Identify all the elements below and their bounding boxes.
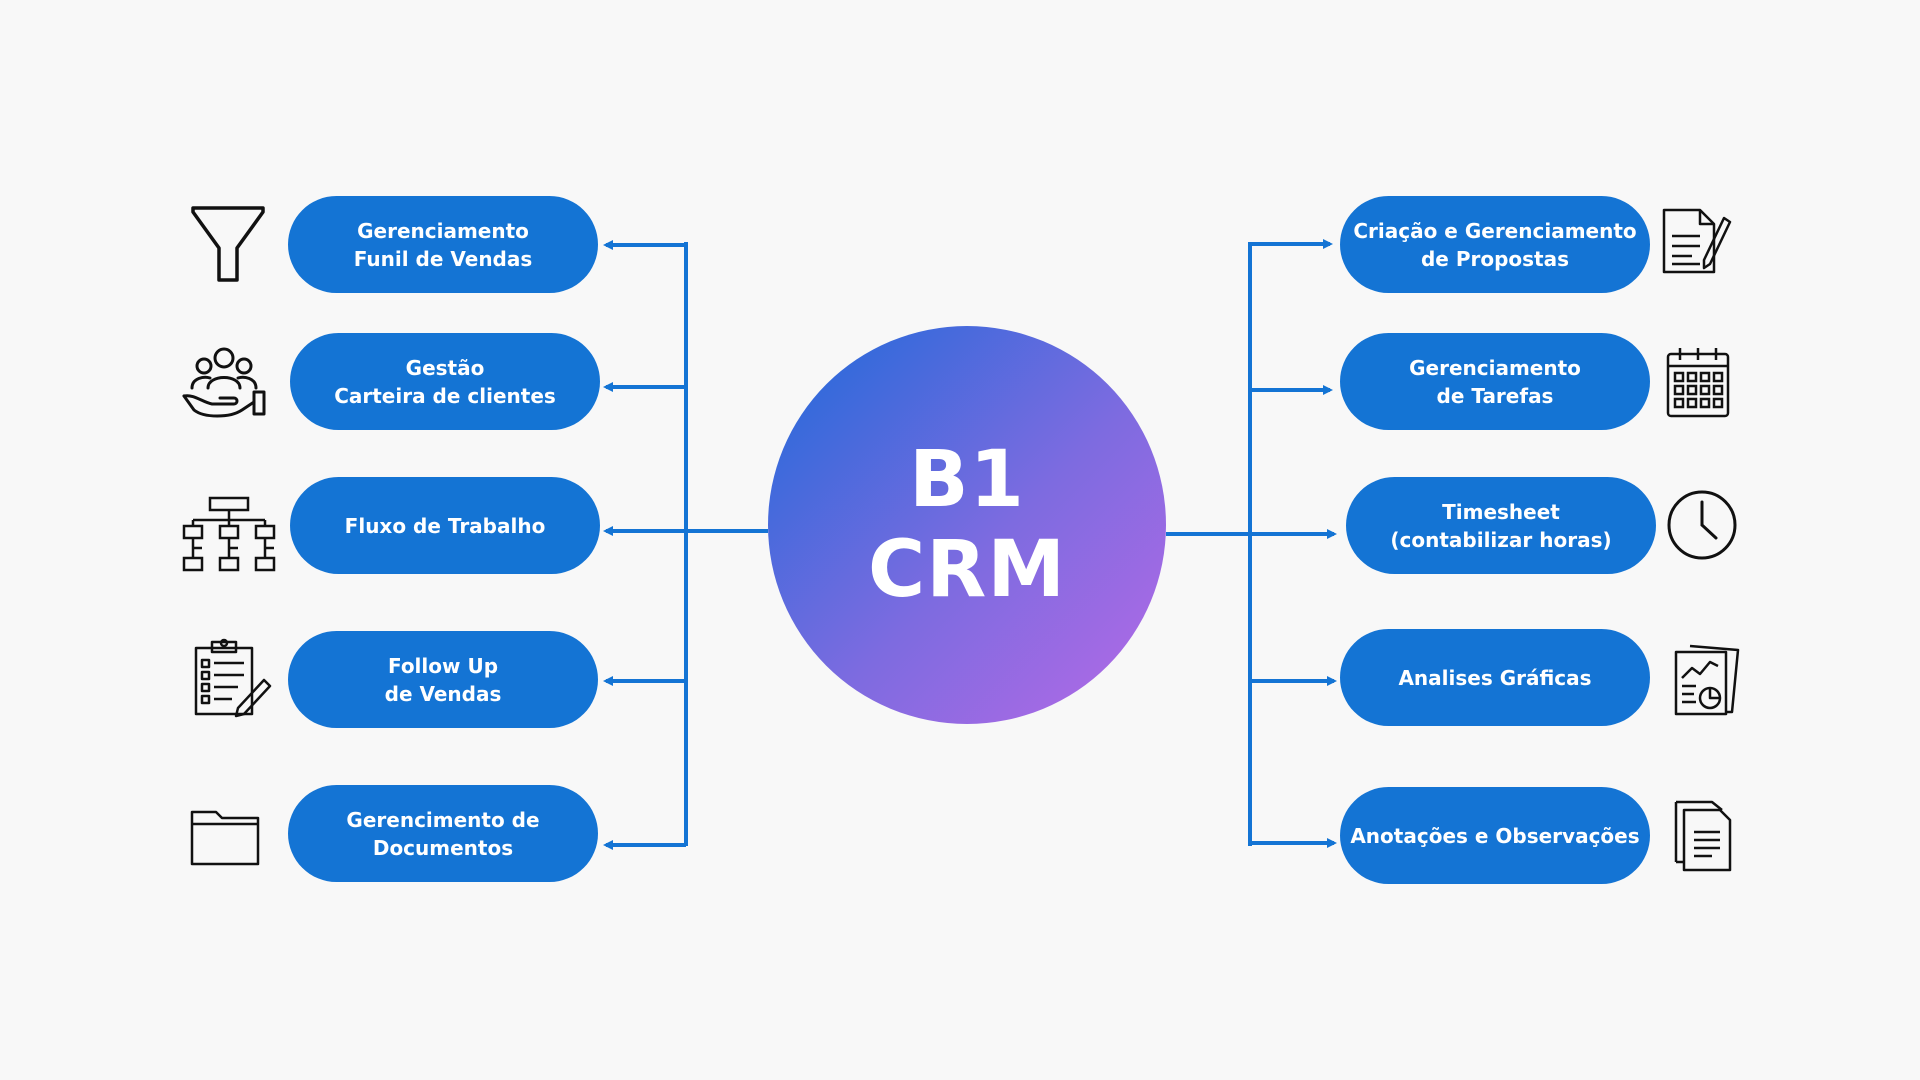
hub-title-line1: B1 xyxy=(909,435,1025,525)
node-label-line1: Gerenciamento xyxy=(1409,355,1581,380)
node-label-line2: (contabilizar horas) xyxy=(1390,527,1612,552)
right-node-anotacoes: Anotações e Observações xyxy=(1340,787,1650,884)
right-node-timesheet: Timesheet (contabilizar horas) xyxy=(1346,477,1656,574)
node-label-line1: Follow Up xyxy=(387,653,499,678)
folder-icon xyxy=(190,806,260,866)
node-label-line2: de Propostas xyxy=(1420,246,1570,271)
left-node-fluxo-trabalho: Fluxo de Trabalho xyxy=(290,477,600,574)
clock-icon xyxy=(1666,488,1738,562)
notes-icon xyxy=(1672,798,1734,874)
b1-crm-hub: B1 CRM xyxy=(768,326,1166,724)
node-label-line1: Gerencimento de xyxy=(346,807,540,832)
hub-title-line2: CRM xyxy=(868,525,1066,615)
node-label-line2: de Vendas xyxy=(384,681,502,706)
report-chart-icon xyxy=(1672,642,1740,718)
left-node-follow-up: Follow Up de Vendas xyxy=(288,631,598,728)
right-node-tarefas: Gerenciamento de Tarefas xyxy=(1340,333,1650,430)
node-label-line1: Fluxo de Trabalho xyxy=(344,513,546,538)
right-node-analises: Analises Gráficas xyxy=(1340,629,1650,726)
node-label-line2: Funil de Vendas xyxy=(353,246,533,271)
clipboard-checklist-icon xyxy=(192,638,272,718)
org-chart-icon xyxy=(180,494,276,574)
funnel-icon xyxy=(188,204,268,284)
node-label-line2: Documentos xyxy=(372,835,514,860)
node-label-line1: Criação e Gerenciamento xyxy=(1353,218,1637,243)
left-node-documentos: Gerencimento de Documentos xyxy=(288,785,598,882)
node-label-line1: Gerenciamento xyxy=(357,218,529,243)
clients-hand-icon xyxy=(180,344,268,424)
right-node-propostas: Criação e Gerenciamento de Propostas xyxy=(1340,196,1650,293)
calendar-icon xyxy=(1664,346,1732,420)
left-node-carteira-clientes: Gestão Carteira de clientes xyxy=(290,333,600,430)
node-label-line1: Anotações e Observações xyxy=(1350,823,1640,848)
node-label-line1: Timesheet xyxy=(1442,499,1560,524)
node-label-line1: Gestão xyxy=(405,355,485,380)
node-label-line1: Analises Gráficas xyxy=(1398,665,1592,690)
document-pen-icon xyxy=(1660,206,1732,278)
left-node-funil-vendas: Gerenciamento Funil de Vendas xyxy=(288,196,598,293)
node-label-line2: de Tarefas xyxy=(1436,383,1554,408)
node-label-line2: Carteira de clientes xyxy=(334,383,556,408)
